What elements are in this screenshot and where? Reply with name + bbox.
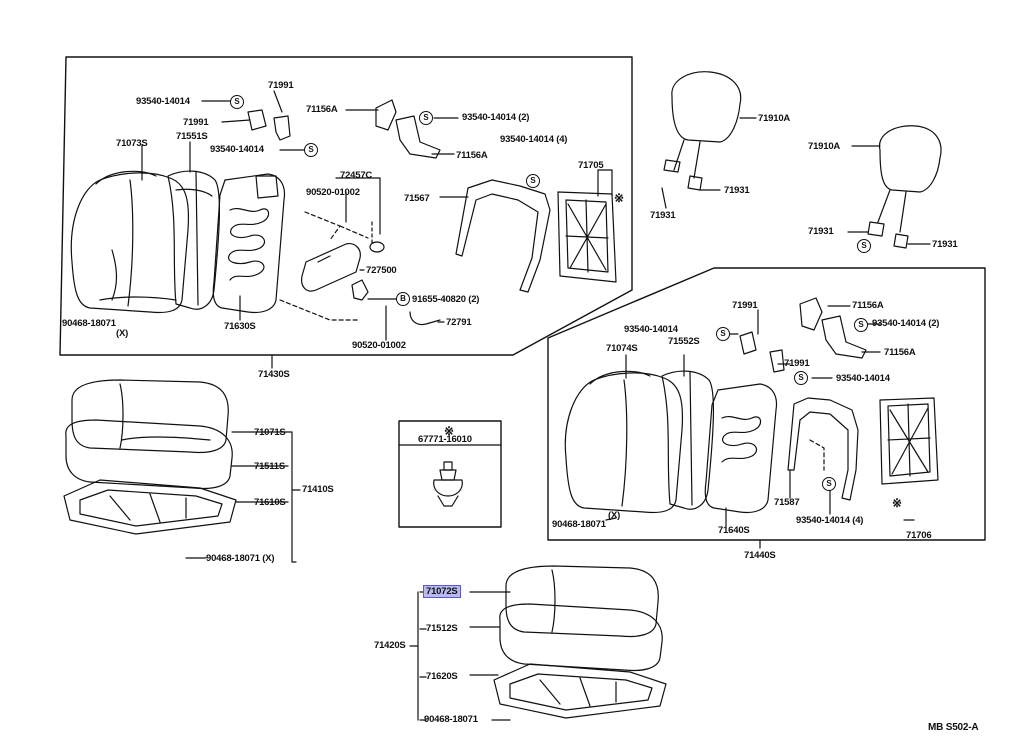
part-label: 71931 [932,239,958,250]
part-label: 90468-18071 [552,519,606,530]
seatback-pad-left [167,170,221,310]
part-label: (X) [608,510,621,521]
part-label: 90468-18071 (X) [206,553,275,564]
seat-cushion-frame-left [63,479,237,535]
part-label: 71991 [784,358,810,369]
seatback-frame-left [212,173,286,314]
inset-box [398,420,502,528]
part-label: 71511S [254,461,286,472]
part-label: 71156A [456,150,488,161]
inset-part-number: 67771-16010 [418,434,472,445]
fastener-s-icon: S [230,95,244,109]
part-label: 93540-14014 [624,324,678,335]
part-label: 91655-40820 (2) [412,294,480,305]
part-label: 71620S [426,671,458,682]
part-label: 72791 [446,317,472,328]
fastener-s-icon: S [857,239,871,253]
fastener-s-icon: S [854,318,868,332]
fastener-b-icon: B [396,292,410,306]
seatback-pad-right [661,370,715,510]
asterisk-mark: ※ [892,496,902,510]
part-label: 72457C [340,170,373,181]
part-label: 93540-14014 (4) [500,134,568,145]
part-label: 71551S [176,131,208,142]
seatback-cover-right [564,370,684,514]
seat-cushion-pad-left [65,419,233,490]
seatback-board-right [879,397,939,485]
seatback-cover-left [70,170,190,314]
part-label: 93540-14014 (2) [872,318,940,329]
group-label-back-right: 71440S [744,550,776,561]
part-label: 71910A [758,113,791,124]
part-label: 71156A [852,300,884,311]
part-label: 71074S [606,343,638,354]
part-label: 90468-18071 [62,318,116,329]
part-label: 727500 [366,265,397,276]
seatback-frame-right [704,383,778,514]
part-label: 93540-14014 [136,96,190,107]
clip-fastener-drawing [433,461,463,507]
part-label: 93540-14014 (2) [462,112,530,123]
part-label: 90468-18071 [424,714,478,725]
fastener-s-icon: S [526,174,540,188]
part-label: 71156A [306,104,338,115]
fastener-s-icon: S [419,111,433,125]
part-label: 93540-14014 [836,373,890,384]
part-label: 71931 [724,185,750,196]
part-label-highlighted[interactable]: 71072S [423,585,461,598]
fastener-s-icon: S [304,143,318,157]
part-label: 71156A [884,347,916,358]
seat-cushion-cover-left [71,379,229,454]
part-label: 71931 [808,226,834,237]
group-label-cushion-right: 71420S [374,640,406,651]
headrest-2 [867,125,942,249]
part-label: 71705 [578,160,604,171]
group-label-cushion-left: 71410S [302,484,334,495]
part-label: 71991 [268,80,294,91]
frame-back-right [547,267,986,541]
part-label: (X) [116,328,129,339]
part-label: 93540-14014 (4) [796,515,864,526]
seat-cushion-pad-right [499,603,663,672]
frame-back-left [59,56,633,356]
part-label: 71587 [774,497,800,508]
group-label-back-left: 71430S [258,369,290,380]
part-label: 71630S [224,321,256,332]
part-label: 93540-14014 [210,144,264,155]
part-label: 71512S [426,623,458,634]
part-label: 71640S [718,525,750,536]
asterisk-mark: ※ [614,191,624,205]
adjust-knob [369,241,385,253]
part-label: 71610S [254,497,286,508]
seatback-board-left [557,191,617,283]
headrest-guide-frame [455,179,551,293]
part-label: 90520-01002 [352,340,406,351]
lumbar-support [301,243,361,292]
headrest-1 [663,71,742,191]
seat-cushion-frame-right [493,663,667,719]
fastener-s-icon: S [794,371,808,385]
seat-cushion-cover-right [505,565,659,638]
part-label: 71991 [732,300,758,311]
part-label: 71706 [906,530,932,541]
diagram-code: MB S502-A [928,722,979,733]
part-label: 71991 [183,117,209,128]
fastener-s-icon: S [822,477,836,491]
part-label: 71567 [404,193,430,204]
part-label: 71073S [116,138,148,149]
part-label: 71910A [808,141,841,152]
part-label: 71931 [650,210,676,221]
part-label: 90520-01002 [306,187,360,198]
asterisk-mark: ※ [444,424,454,438]
fastener-s-icon: S [716,327,730,341]
part-label: 71552S [668,336,700,347]
part-label: 71071S [254,427,286,438]
